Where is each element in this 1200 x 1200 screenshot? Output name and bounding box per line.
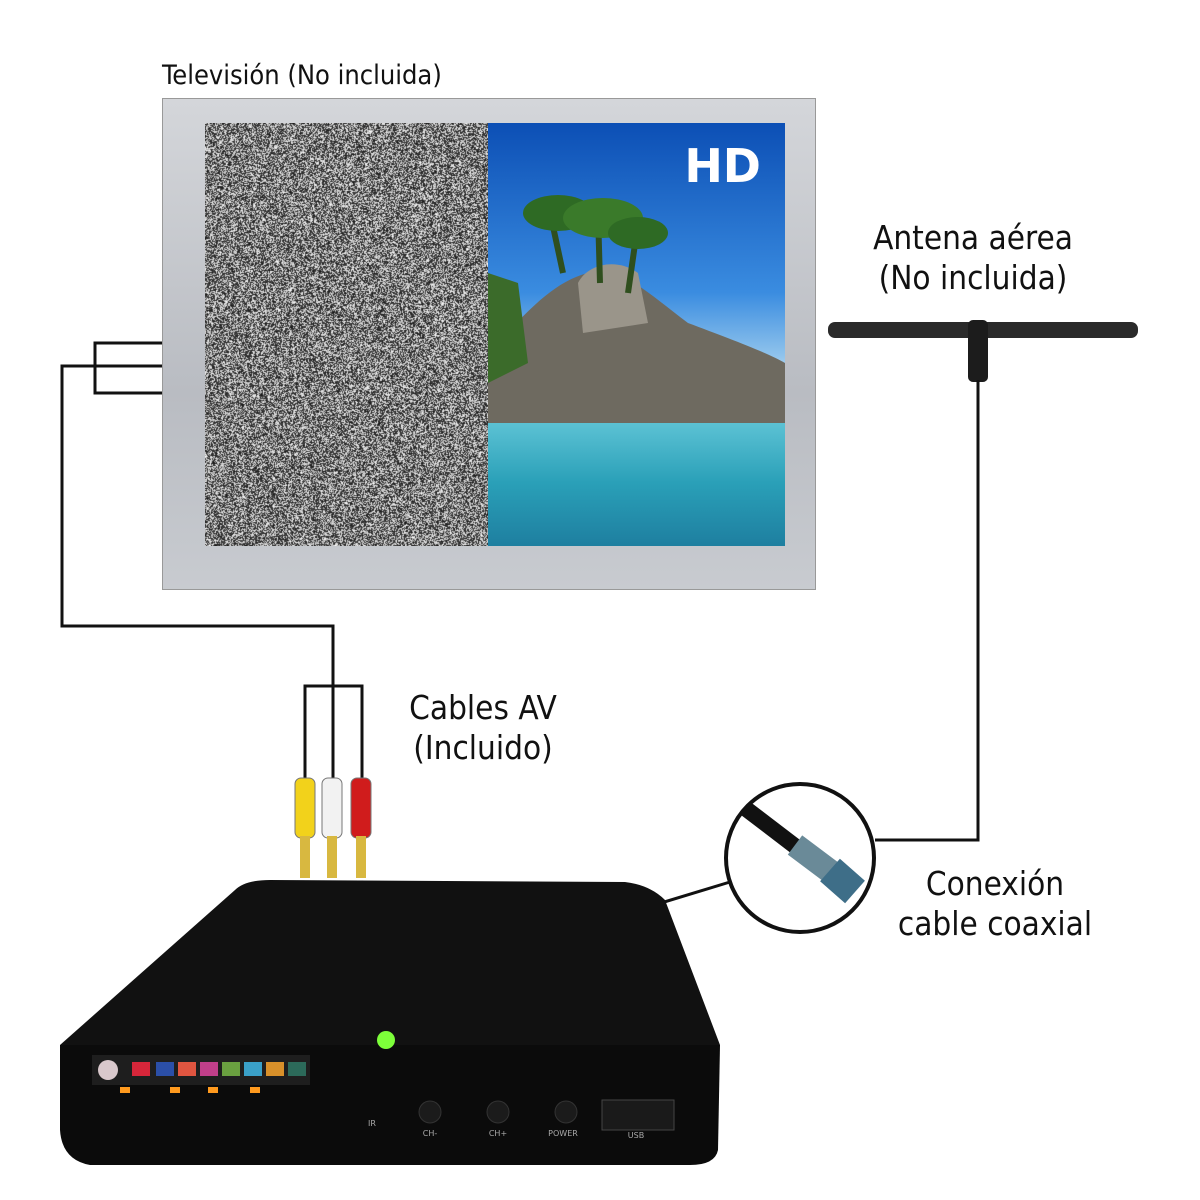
antenna-label-line2: (No incluida)	[833, 258, 1113, 298]
ir-label: IR	[368, 1119, 376, 1128]
av-cable-route	[62, 343, 362, 780]
antenna-label-line1: Antena aérea	[833, 218, 1113, 258]
coax-label-line2: cable coaxial	[855, 904, 1135, 944]
cables-label-line1: Cables AV	[363, 688, 603, 728]
coax-label-line1: Conexión	[855, 864, 1135, 904]
usb-label: USB	[628, 1131, 644, 1140]
antenna	[828, 320, 1138, 840]
rca-plugs	[295, 778, 371, 878]
ch-minus-label: CH-	[423, 1129, 438, 1138]
cables-label-line2: (Incluido)	[363, 728, 603, 768]
coax-label: Conexión cable coaxial	[855, 864, 1135, 944]
ch-plus-label: CH+	[489, 1129, 507, 1138]
power-label: POWER	[548, 1129, 578, 1138]
cables-label: Cables AV (Incluido)	[363, 688, 603, 768]
decoder-box	[60, 880, 720, 1165]
antenna-label: Antena aérea (No incluida)	[833, 218, 1113, 298]
